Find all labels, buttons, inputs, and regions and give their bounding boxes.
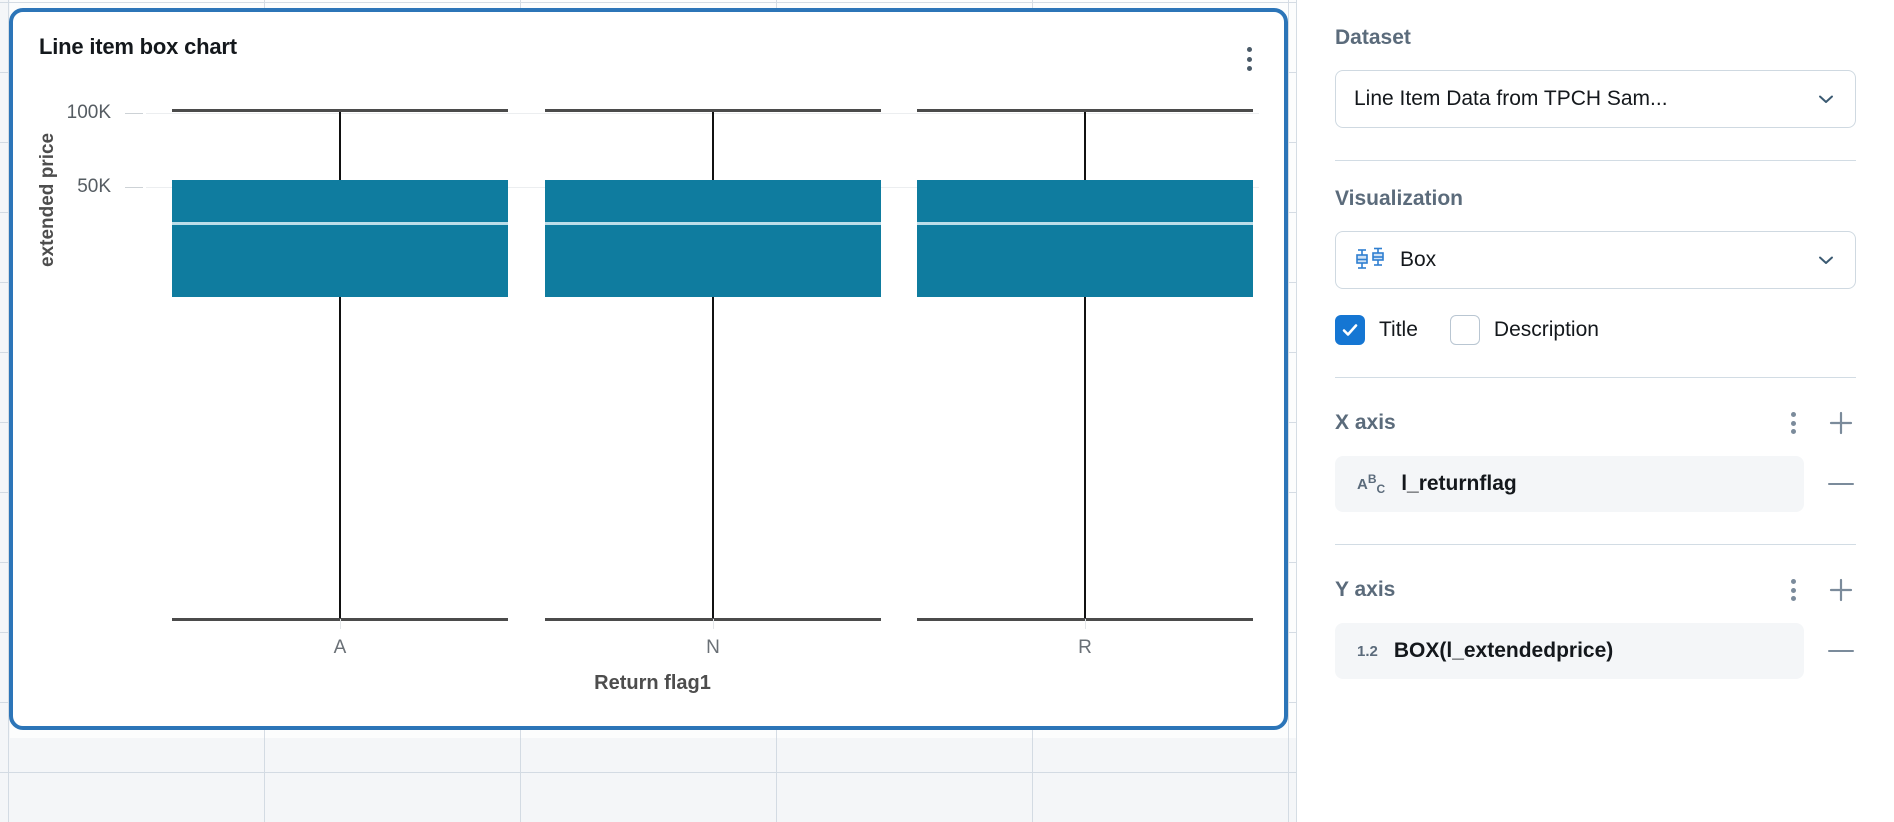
y-axis-header: Y axis <box>1335 575 1856 605</box>
title-checkbox-label: Title <box>1379 318 1418 341</box>
x-tick-mark-n <box>713 619 714 629</box>
abc-string-type-icon: ABC <box>1357 472 1386 496</box>
x-axis-field-pill[interactable]: ABC l_returnflag <box>1335 456 1804 512</box>
minus-icon[interactable] <box>1826 636 1856 666</box>
visualization-section-label: Visualization <box>1335 187 1463 210</box>
x-tick-mark-r <box>1085 619 1086 629</box>
title-checkbox[interactable] <box>1335 315 1365 345</box>
chevron-down-icon <box>1815 88 1837 110</box>
divider-x-axis <box>1335 544 1856 545</box>
x-axis-header: X axis <box>1335 408 1856 438</box>
median-line-r <box>917 222 1253 225</box>
kebab-menu-icon[interactable] <box>1782 577 1804 603</box>
chevron-down-icon <box>1815 249 1837 271</box>
y-tick-dash-100k <box>125 113 143 114</box>
y-tick-label-50k: 50K <box>77 176 111 197</box>
chart-card[interactable]: Line item box chart extended price 100K … <box>9 8 1288 730</box>
x-tick-mark-a <box>340 619 341 629</box>
divider-visualization <box>1335 377 1856 378</box>
kebab-menu-icon[interactable] <box>1782 410 1804 436</box>
median-line-n <box>545 222 881 225</box>
box-a[interactable] <box>172 180 508 297</box>
box-r[interactable] <box>917 180 1253 297</box>
gridline-100k <box>146 113 1259 114</box>
config-sidebar: Dataset Line Item Data from TPCH Sam... … <box>1296 0 1894 822</box>
whisker-line-a <box>339 110 341 620</box>
x-axis-section-label: X axis <box>1335 411 1396 434</box>
plus-icon[interactable] <box>1826 408 1856 438</box>
median-line-a <box>172 222 508 225</box>
whisker-cap-high-a <box>172 109 508 112</box>
y-tick-label-100k: 100K <box>66 102 111 123</box>
x-axis-title: Return flag1 <box>594 672 711 694</box>
x-tick-label-r: R <box>1078 637 1092 658</box>
dataset-select[interactable]: Line Item Data from TPCH Sam... <box>1335 70 1856 128</box>
visualization-select-value: Box <box>1400 248 1437 271</box>
whisker-cap-high-r <box>917 109 1253 112</box>
plus-icon[interactable] <box>1826 575 1856 605</box>
box-chart-plot: extended price 100K 50K A <box>13 12 1284 726</box>
y-axis-field-name: BOX(l_extendedprice) <box>1393 639 1614 662</box>
y-tick-dash-50k <box>125 187 143 188</box>
page-title: Line item box chart <box>39 34 237 59</box>
x-axis-field-name: l_returnflag <box>1401 472 1517 495</box>
whisker-cap-high-n <box>545 109 881 112</box>
visualization-toggles: Title Description <box>1335 315 1856 345</box>
dashboard-canvas: Line item box chart extended price 100K … <box>0 0 1296 822</box>
y-axis-title: extended price <box>37 132 58 267</box>
x-tick-label-a: A <box>333 637 347 658</box>
x-tick-label-n: N <box>706 637 720 658</box>
y-axis-section-label: Y axis <box>1335 578 1396 601</box>
box-n[interactable] <box>545 180 881 297</box>
divider-dataset <box>1335 160 1856 161</box>
number-type-icon: 1.2 <box>1357 642 1378 660</box>
whisker-line-r <box>1084 110 1086 620</box>
description-checkbox[interactable] <box>1449 315 1480 345</box>
box-plot-icon <box>1354 247 1388 273</box>
y-axis-field-row: 1.2 BOX(l_extendedprice) <box>1335 623 1856 679</box>
visualization-select[interactable]: Box <box>1335 231 1856 289</box>
dataset-select-value: Line Item Data from TPCH Sam... <box>1354 87 1668 110</box>
x-axis-field-row: ABC l_returnflag <box>1335 456 1856 512</box>
minus-icon[interactable] <box>1826 469 1856 499</box>
whisker-line-n <box>712 110 714 620</box>
kebab-menu-icon[interactable] <box>1238 44 1260 74</box>
y-axis-field-pill[interactable]: 1.2 BOX(l_extendedprice) <box>1335 623 1804 679</box>
description-checkbox-label: Description <box>1493 318 1599 341</box>
dataset-section-label: Dataset <box>1335 26 1411 49</box>
